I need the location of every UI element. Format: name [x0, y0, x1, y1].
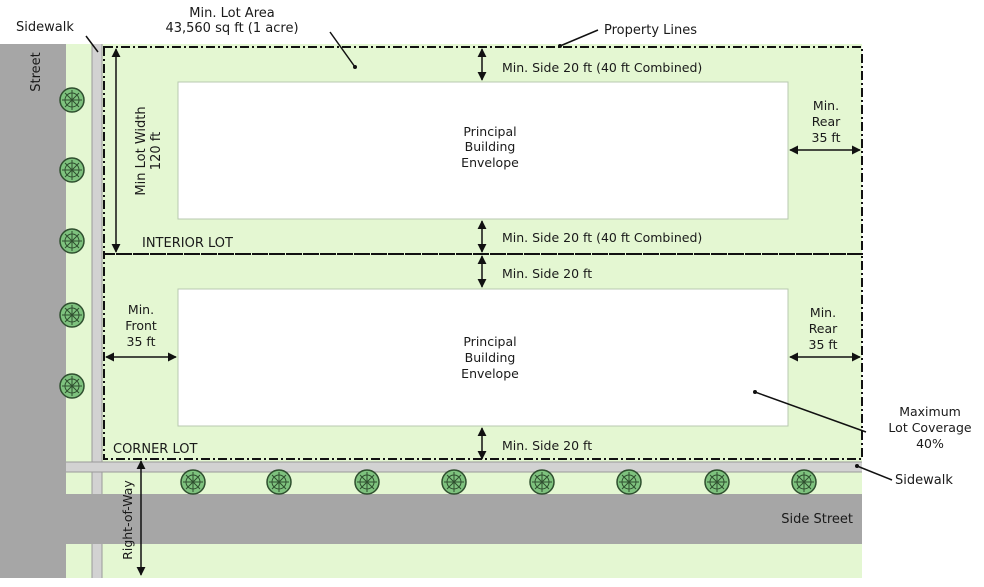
interior-envelope-line1: Principal	[463, 124, 516, 139]
sidewalk-vertical	[92, 44, 102, 578]
interior-envelope-line3: Envelope	[461, 155, 519, 170]
right-of-way-label: Right-of-Way	[120, 480, 135, 560]
tree-icon	[59, 302, 85, 328]
coverage-line2: Lot Coverage	[888, 420, 971, 435]
interior-building-envelope	[177, 81, 789, 220]
tree-icon	[791, 469, 817, 495]
tree-icon	[59, 157, 85, 183]
coverage-line1: Maximum	[899, 404, 961, 419]
corner-rear-line1: Min.	[810, 305, 836, 320]
interior-rear-line2: Rear	[812, 114, 841, 129]
street-label: Street	[29, 52, 44, 92]
sidewalk-top-label: Sidewalk	[16, 20, 74, 35]
interior-side-top-label: Min. Side 20 ft (40 ft Combined)	[502, 60, 702, 75]
lot-width-label-line2: 120 ft	[149, 132, 164, 170]
corner-lot-boundary	[103, 253, 863, 460]
corner-envelope-line2: Building	[465, 350, 516, 365]
corner-front-line1: Min.	[128, 302, 154, 317]
corner-side-bottom-label: Min. Side 20 ft	[502, 438, 592, 453]
sidewalk-right-label: Sidewalk	[895, 473, 953, 488]
lot-area-label-line2: 43,560 sq ft (1 acre)	[165, 21, 298, 36]
corner-front-line2: Front	[125, 318, 157, 333]
corner-envelope-line1: Principal	[463, 334, 516, 349]
corner-lot-label: CORNER LOT	[113, 442, 197, 457]
tree-icon	[180, 469, 206, 495]
corner-front-line3: 35 ft	[127, 334, 156, 349]
corner-building-envelope	[177, 288, 789, 427]
sidewalk-horizontal	[66, 462, 862, 472]
property-lines-label: Property Lines	[604, 23, 697, 38]
tree-icon	[59, 87, 85, 113]
coverage-line3: 40%	[916, 436, 944, 451]
corner-side-top-label: Min. Side 20 ft	[502, 266, 592, 281]
tree-icon	[59, 373, 85, 399]
tree-icon	[59, 228, 85, 254]
tree-icon	[354, 469, 380, 495]
side-street-label: Side Street	[781, 512, 853, 527]
interior-lot-label: INTERIOR LOT	[142, 236, 233, 251]
tree-icon	[266, 469, 292, 495]
tree-icon	[616, 469, 642, 495]
interior-rear-line3: 35 ft	[812, 130, 841, 145]
tree-icon	[704, 469, 730, 495]
interior-envelope-line2: Building	[465, 139, 516, 154]
lot-width-label-line1: Min Lot Width	[134, 106, 149, 195]
street-road	[0, 44, 66, 578]
tree-icon	[529, 469, 555, 495]
corner-rear-line3: 35 ft	[809, 337, 838, 352]
corner-envelope-line3: Envelope	[461, 366, 519, 381]
interior-side-bottom-label: Min. Side 20 ft (40 ft Combined)	[502, 230, 702, 245]
lot-area-label-line1: Min. Lot Area	[189, 6, 274, 21]
tree-icon	[441, 469, 467, 495]
interior-rear-line1: Min.	[813, 98, 839, 113]
side-street-road	[66, 494, 862, 544]
corner-rear-line2: Rear	[809, 321, 838, 336]
